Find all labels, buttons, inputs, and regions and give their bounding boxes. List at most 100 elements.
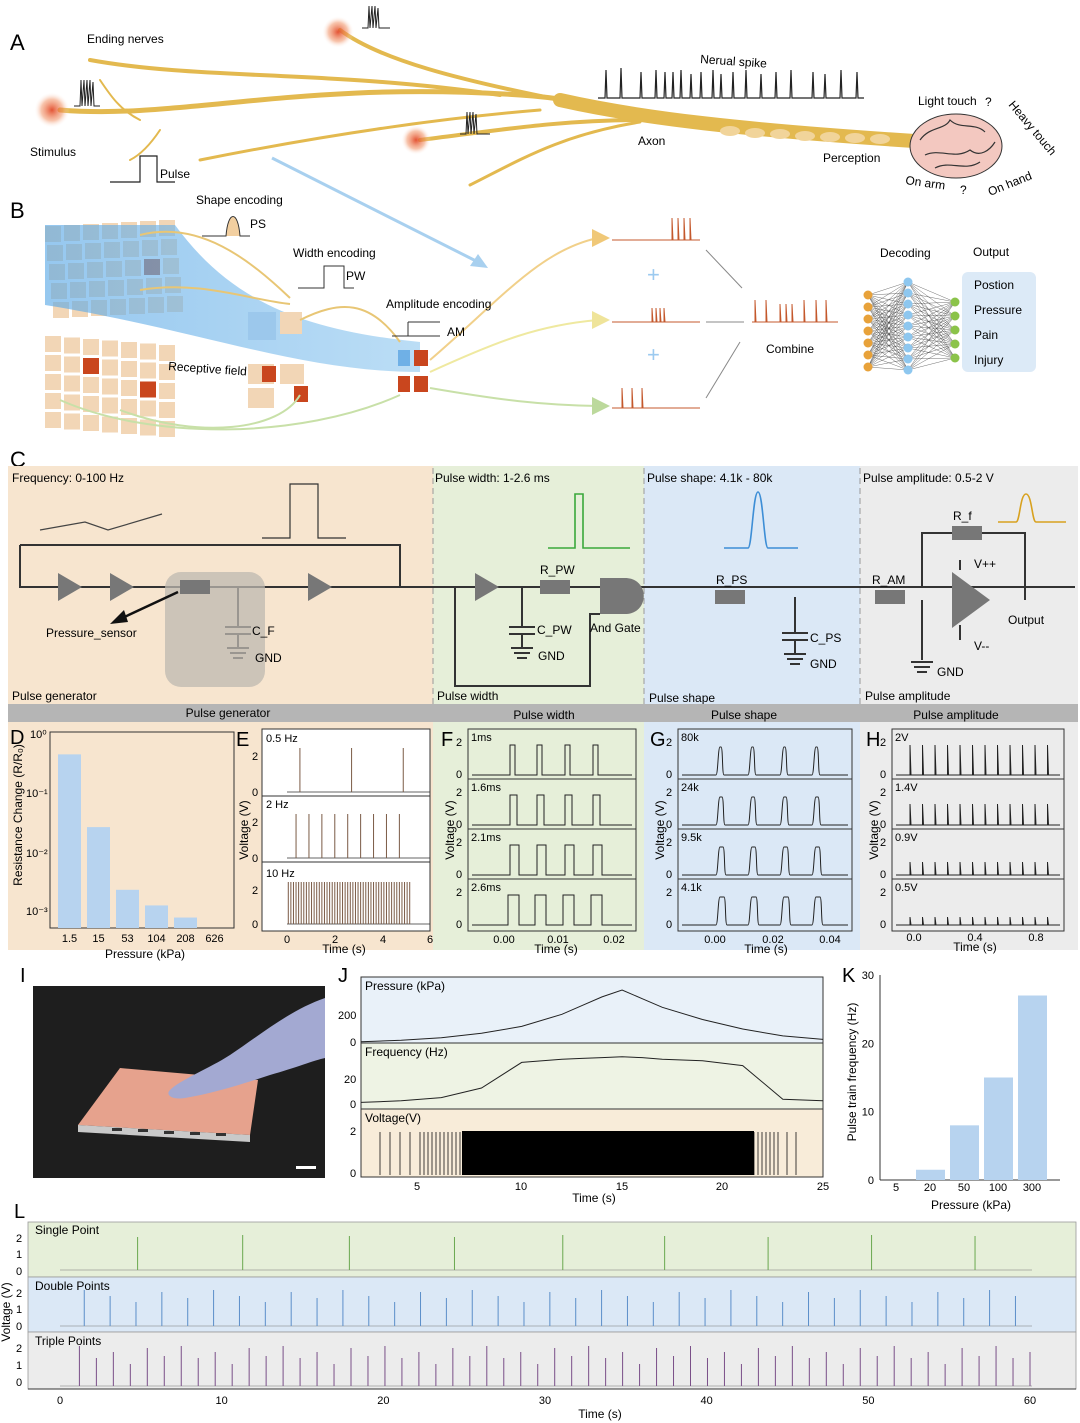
nn-edge [907,343,956,360]
ytick: 2 [880,887,886,899]
nn-edge [867,347,909,368]
svg-text:2: 2 [16,1343,22,1355]
encoding-arrows [59,230,599,431]
neural-network-decoder [863,277,960,375]
panel-c: C [8,447,1078,950]
label-gnd-4: GND [937,665,964,679]
e-xtick-0: 0 [284,934,290,946]
d-ytick-0: 10⁰ [30,729,47,741]
f-xlabel: Time (s) [534,942,578,956]
ytick: 0 [666,869,672,881]
neural-spike-trace [598,67,864,99]
nn-edge [867,314,909,344]
section-label-pulse-width: Pulse width [437,689,498,703]
sensor-pad-contacts [112,1128,226,1136]
panel-b: B [10,193,1036,437]
j-bg-pressure [360,976,824,1044]
g-row-label-2: 9.5k [681,832,702,844]
nn-edge [867,292,909,368]
label-receptive-field: Receptive field [168,359,248,378]
nn-edge [867,306,909,338]
grid-cell [159,402,175,418]
e-row-label-0: 0.5 Hz [266,733,298,745]
grid-cell [64,413,80,430]
stimulus-glow-3 [401,125,431,155]
j-ytick-20: 20 [344,1074,356,1086]
nn-node [903,277,913,287]
d-xlabel: Pressure (kPa) [105,947,185,961]
g-xtick-1: 0.02 [762,934,783,946]
j-ytick-0b: 0 [350,1099,356,1111]
nn-edge [907,357,956,371]
label-pressure-sensor: Pressure_sensor [46,626,137,640]
nn-edge [867,330,909,349]
l-xtick: 10 [216,1395,228,1407]
pulse-trace [472,744,632,776]
receptive-field-funnel [45,225,420,372]
nn-edge [867,318,909,338]
k-bars [916,995,1047,1180]
nn-edge [907,315,956,349]
ytick: 0 [456,769,462,781]
label-width-encoding: Width encoding [293,246,376,260]
j-ytick-0c: 0 [350,1168,356,1180]
panel-g-frame [677,728,853,932]
e-ylabel: Voltage (V) [237,800,251,859]
nn-edge [867,336,909,356]
output-item-pain: Pain [974,328,998,342]
nn-edge [907,329,956,349]
g-row-label-1: 24k [681,782,699,794]
ytick: 2 [880,737,886,749]
l-xtick: 20 [377,1395,389,1407]
l-xtick: 40 [701,1395,713,1407]
label-pulse-width-range: Pulse width: 1-2.6 ms [435,471,550,485]
nn-node [903,365,913,375]
nn-edge [867,342,909,371]
j-voltage-trace [379,1131,797,1175]
grid-cell [45,355,61,371]
g-xtick-2: 0.04 [819,934,840,946]
j-ytick-200: 200 [338,1010,356,1022]
combine-arrows [705,249,744,399]
l-bg-single [27,1221,1077,1278]
label-shape-encoding: Shape encoding [196,193,283,207]
width-encoding-icon [298,265,354,289]
j-pressure-line [360,989,824,1043]
nn-edge [867,336,909,368]
label-c-pw: C_PW [537,623,572,637]
nn-edge [867,314,909,368]
f-row-label-1: 1.6ms [471,782,501,794]
resistors [180,526,982,604]
k-bar [984,1077,1013,1180]
section-label-pulse-shape: Pulse shape [649,691,715,705]
label-q2: ? [960,183,967,197]
ytick: 0 [880,819,886,831]
nn-edge [867,325,909,332]
grid-cell [121,380,137,396]
nn-edge [907,301,956,327]
nn-node [903,288,913,298]
nn-edge [867,292,909,296]
nn-edge [867,354,909,371]
h-ylabel: Voltage (V) [867,800,881,859]
label-gnd-1: GND [255,651,282,665]
nn-edge [907,329,956,338]
nn-edge [907,315,956,371]
bar-label-pulse-amplitude: Pulse amplitude [913,708,999,722]
nn-edge [867,294,909,349]
k-xtick: 50 [958,1182,970,1194]
buffer-triangles [58,573,499,601]
j-label-frequency: Frequency (Hz) [365,1045,448,1059]
panel-d-frame [49,731,235,929]
nn-edge [867,281,909,296]
g-xtick-0: 0.00 [704,934,725,946]
grid-cell [140,400,156,417]
pulse-trace [472,894,632,926]
grid-cell [64,356,80,373]
op-amp-icon [952,572,990,628]
pulse-trace [896,861,1060,876]
nn-node [950,297,960,307]
